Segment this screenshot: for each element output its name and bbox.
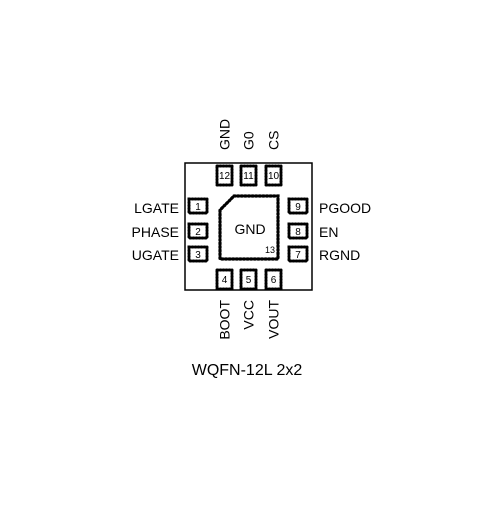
pin-10-name: CS: [266, 131, 282, 150]
pin-8-name: EN: [319, 224, 338, 240]
pin-11-pad: [239, 164, 258, 187]
pin-1-pad: [187, 197, 209, 215]
pin-1-number: 1: [195, 202, 201, 213]
pin-12-number: 12: [219, 171, 231, 182]
pin-8-number: 8: [295, 227, 301, 238]
pin-3-name: UGATE: [132, 247, 179, 263]
pin-10-pad: [264, 164, 283, 187]
pin-9-name: PGOOD: [319, 200, 371, 216]
exposed-pad-label: GND: [234, 221, 265, 237]
pin-9-number: 9: [295, 202, 301, 213]
pin-5-number: 5: [246, 275, 252, 286]
pin-6-pad: [264, 268, 283, 291]
pin-5-pad: [239, 268, 258, 291]
pin-7-name: RGND: [319, 247, 360, 263]
pin-11-number: 11: [243, 171, 254, 182]
pin-6-number: 6: [271, 275, 277, 286]
pin-5-name: VCC: [241, 300, 257, 330]
pin-2-number: 2: [195, 227, 201, 238]
exposed-pad-outline: [218, 194, 280, 261]
package-name: WQFN-12L 2x2: [192, 362, 303, 379]
pin-11-name: G0: [241, 131, 257, 150]
pin-3-pad: [187, 245, 209, 263]
pin-2-name: PHASE: [132, 224, 179, 240]
pin-4-number: 4: [222, 275, 228, 286]
pin-4-name: BOOT: [217, 300, 233, 340]
pin-12-name: GND: [217, 119, 233, 150]
pin-8-pad: [287, 222, 309, 240]
pin-12-pad: [215, 164, 234, 187]
pin-3-number: 3: [195, 250, 201, 261]
pin-2-pad: [187, 222, 209, 240]
pin-4-pad: [215, 268, 234, 291]
pin-7-number: 7: [295, 250, 301, 261]
exposed-pad-number: 13: [265, 245, 275, 255]
pin-9-pad: [287, 197, 309, 215]
pin-10-number: 10: [268, 171, 280, 182]
pin-6-name: VOUT: [266, 300, 282, 339]
pin-1-name: LGATE: [134, 200, 179, 216]
pin-7-pad: [287, 245, 309, 263]
